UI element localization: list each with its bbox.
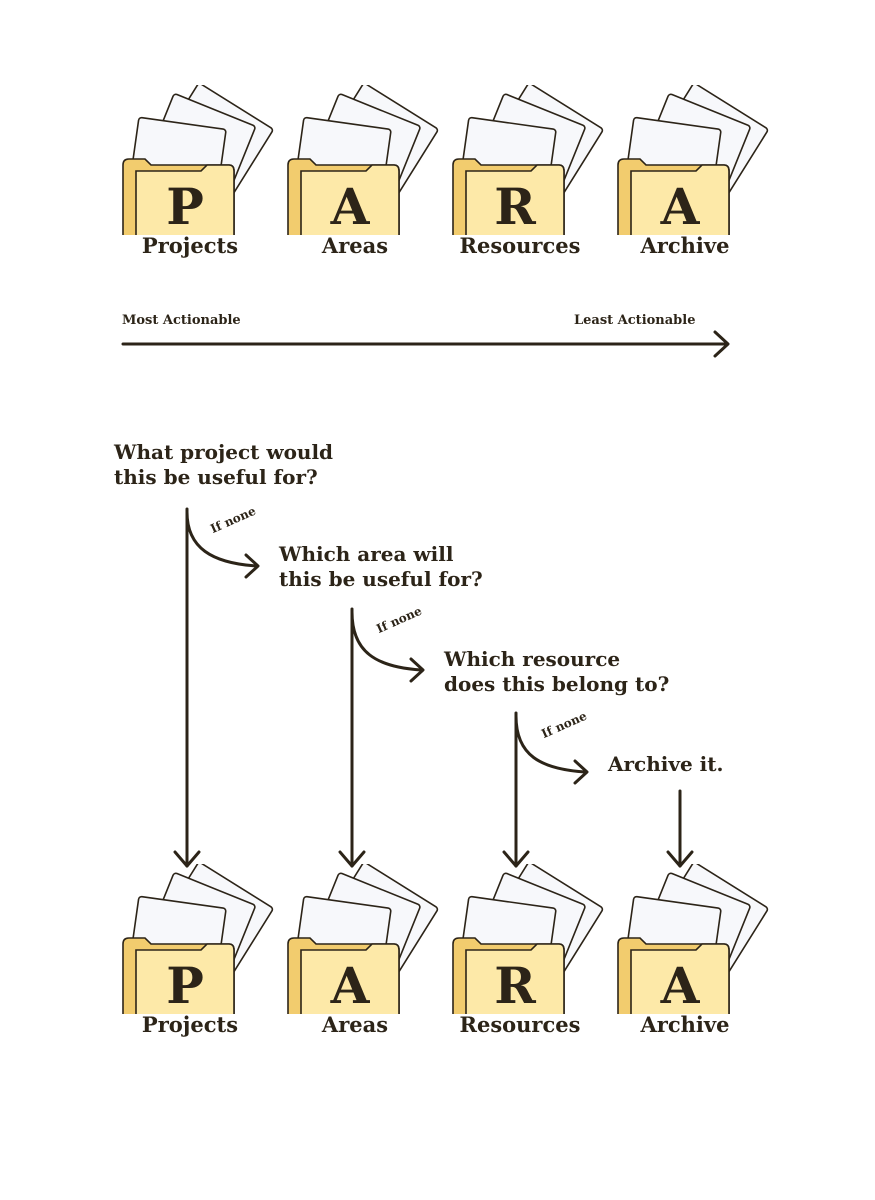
folder-label: Archive	[640, 1012, 730, 1037]
folder-projects-top: P Projects	[105, 85, 275, 275]
folder-letter: A	[660, 956, 701, 1014]
least-actionable-label: Least Actionable	[574, 313, 696, 328]
question-line: this be useful for?	[279, 567, 483, 591]
folder-front	[135, 164, 235, 235]
folder-icon: A	[617, 85, 769, 235]
question-resource: Which resource does this belong to?	[444, 647, 669, 697]
folder-icon: R	[452, 864, 604, 1014]
question-line: Archive it.	[608, 752, 724, 776]
arrow-head	[573, 759, 589, 785]
folder-letter: A	[330, 956, 371, 1014]
folder-areas-bottom: A Areas	[270, 864, 440, 1054]
branch-arrow-area	[185, 510, 258, 568]
archive-it-step: Archive it.	[608, 752, 723, 777]
arrow-head	[409, 657, 425, 683]
folder-label: Resources	[459, 233, 581, 258]
folder-label: Areas	[321, 233, 389, 258]
folder-letter: A	[660, 177, 701, 235]
folder-icon: P	[122, 85, 274, 235]
bottom-folder-row: P Projects A Areas R Resources A Archive	[0, 864, 875, 1054]
folder-front	[630, 943, 730, 1014]
most-actionable-label: Most Actionable	[122, 313, 241, 328]
question-area: Which area will this be useful for?	[279, 542, 483, 592]
spectrum-arrow-head	[713, 330, 730, 358]
branch-arrow-resource	[350, 610, 423, 672]
folder-icon: R	[452, 85, 604, 235]
question-line: What project would	[114, 440, 334, 464]
folder-front	[630, 164, 730, 235]
folder-icon: A	[617, 864, 769, 1014]
folder-letter: A	[330, 177, 371, 235]
folder-front	[300, 164, 400, 235]
folder-letter: R	[494, 956, 536, 1014]
folder-letter: R	[494, 177, 536, 235]
folder-label: Resources	[459, 1012, 581, 1037]
top-folder-row: P Projects A Areas R Resources A Archive	[0, 85, 875, 275]
folder-icon: A	[287, 864, 439, 1014]
folder-label: Areas	[321, 1012, 389, 1037]
folder-front	[465, 943, 565, 1014]
folder-resources-top: R Resources	[435, 85, 605, 275]
folder-front	[300, 943, 400, 1014]
branch-arrow-archive	[514, 714, 587, 774]
arrow-head	[502, 850, 530, 868]
question-project: What project would this be useful for?	[114, 440, 333, 490]
folder-label: Projects	[141, 233, 239, 258]
arrow-head	[338, 850, 366, 868]
folder-letter: P	[166, 956, 204, 1014]
folder-archive-top: A Archive	[600, 85, 770, 275]
folder-front	[135, 943, 235, 1014]
arrow-head	[666, 850, 694, 868]
folder-archive-bottom: A Archive	[600, 864, 770, 1054]
arrow-head	[244, 553, 260, 579]
folder-letter: P	[166, 177, 204, 235]
folder-front	[465, 164, 565, 235]
folder-projects-bottom: P Projects	[105, 864, 275, 1054]
folder-resources-bottom: R Resources	[435, 864, 605, 1054]
folder-icon: P	[122, 864, 274, 1014]
arrow-head	[173, 850, 201, 868]
question-line: this be useful for?	[114, 465, 318, 489]
folder-areas-top: A Areas	[270, 85, 440, 275]
question-line: Which area will	[279, 542, 454, 566]
question-line: Which resource	[444, 647, 621, 671]
folder-label: Archive	[640, 233, 730, 258]
folder-label: Projects	[141, 1012, 239, 1037]
question-line: does this belong to?	[444, 672, 670, 696]
folder-icon: A	[287, 85, 439, 235]
